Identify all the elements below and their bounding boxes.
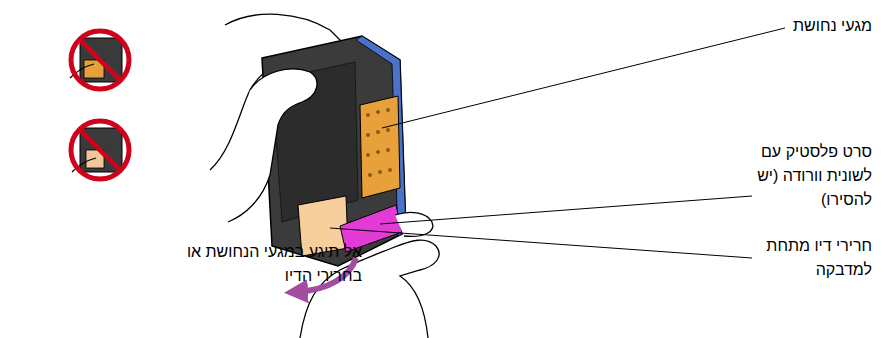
leader-line	[380, 196, 752, 224]
left-fingers	[228, 69, 317, 222]
part-label: מגעי נחושת	[772, 14, 872, 38]
cartridge-edge	[356, 36, 406, 236]
no-sign-slash	[80, 130, 120, 170]
part-label: חרירי דיו מתחת למדבקה	[747, 234, 872, 282]
mini-cartridge	[80, 38, 122, 82]
copper-contacts	[360, 96, 400, 198]
no-sign-ring	[71, 31, 129, 89]
part-label: אל תיגע במגעי הנחושת או בחרירי הדיו	[182, 240, 362, 288]
leader-line	[330, 228, 752, 258]
prohibited-icon	[70, 31, 129, 89]
no-sign-ring	[71, 121, 129, 179]
part-label: סרט פלסטיק עם לשונית וורודה (יש להסירו)	[747, 140, 872, 212]
contact-pads	[366, 108, 392, 177]
no-sign-slash	[80, 40, 120, 80]
prohibited-icon	[71, 121, 129, 179]
leader-line	[382, 28, 785, 128]
mini-cartridge	[80, 128, 122, 172]
